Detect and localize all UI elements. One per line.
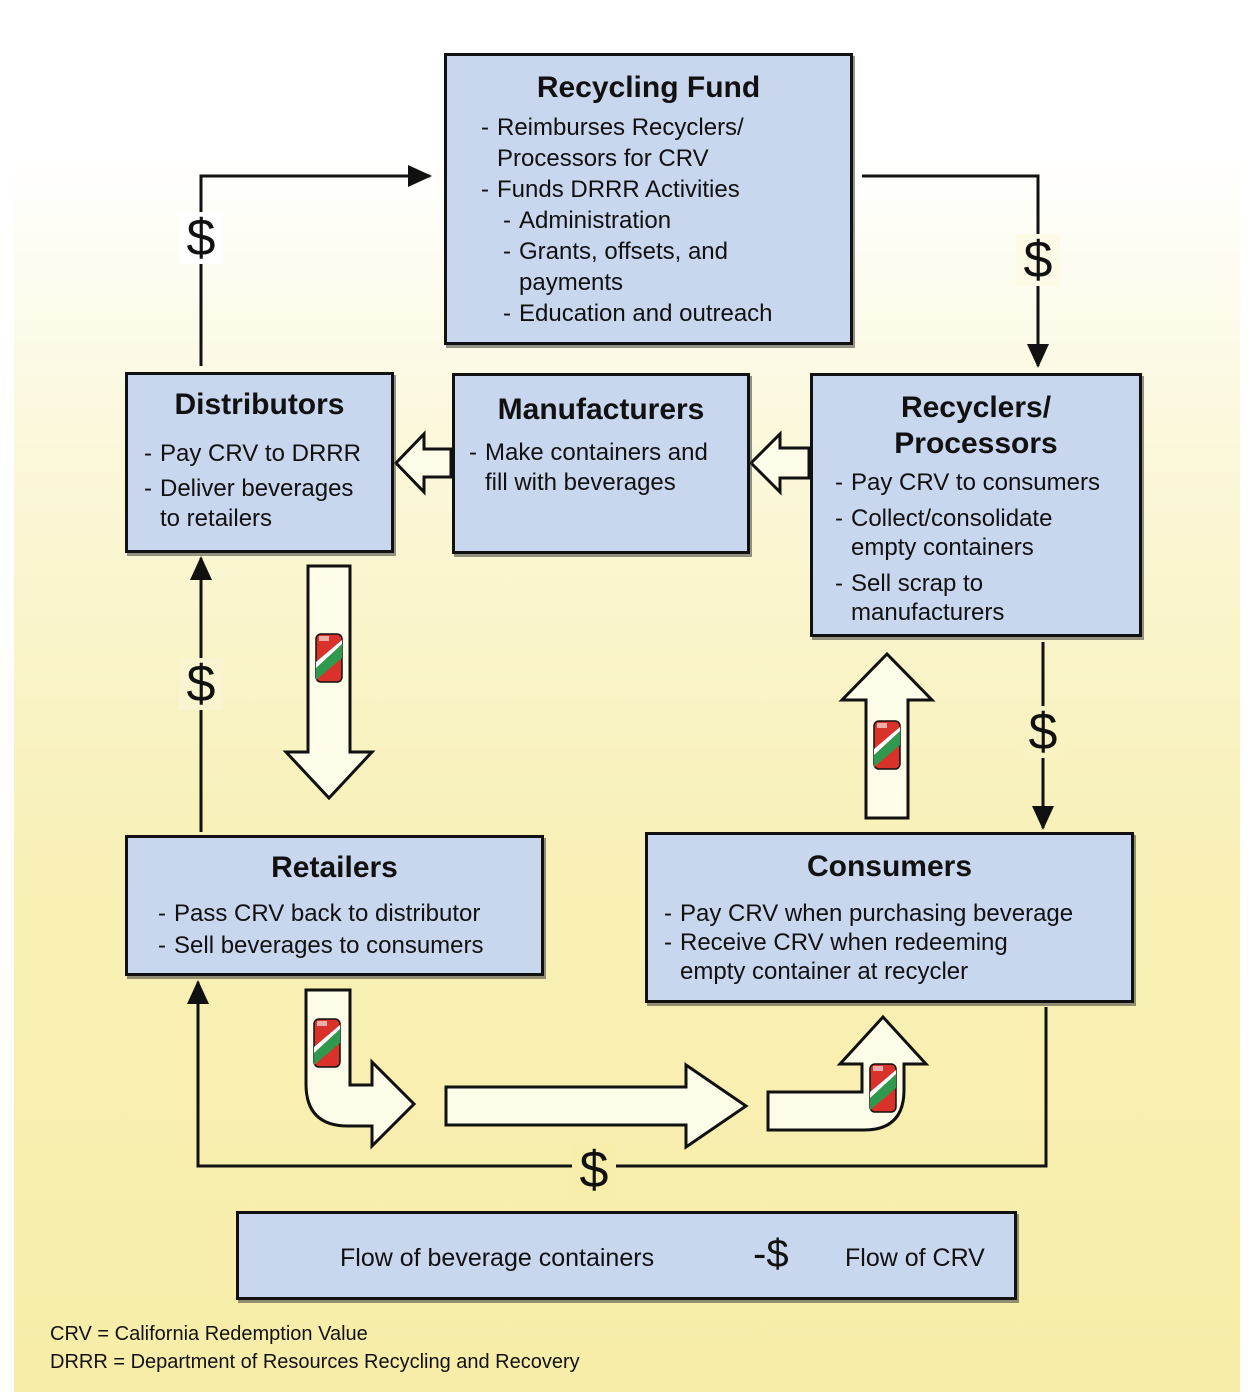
consumers-title: Consumers	[806, 850, 973, 883]
legend-containers-label: Flow of beverage containers	[340, 1244, 655, 1272]
legend-crv-symbol: -$	[751, 1232, 791, 1277]
consumers-list: -Pay CRV when purchasing beverage -Recei…	[664, 899, 1131, 986]
crv-line-fund-to-recyclers	[862, 174, 1049, 368]
list-item: -Sell scrap to	[835, 570, 984, 597]
list-item: -Pass CRV back to distributor	[158, 900, 481, 927]
crv-line-consumers-to-retailers	[187, 980, 1048, 1168]
list-item: -Deliver beverages	[144, 475, 354, 502]
recyclers-title-line1: Recyclers/	[900, 391, 1052, 424]
list-item: empty container at recycler	[680, 958, 969, 985]
list-item: payments	[519, 269, 624, 296]
container-arrow-up-to-consumers	[766, 1014, 930, 1132]
beverage-can-icon	[315, 633, 343, 683]
list-item: -Administration	[503, 207, 672, 234]
list-item: manufacturers	[851, 599, 1005, 626]
list-item: -Reimburses Recyclers/	[481, 114, 744, 141]
list-item: -Education and outreach	[503, 300, 773, 327]
recyclers-list: -Pay CRV to consumers -Collect/consolida…	[835, 468, 1139, 627]
retailers-list: -Pass CRV back to distributor -Sell beve…	[158, 898, 541, 962]
dollar-sign-right-top: $	[1016, 234, 1060, 286]
consumers-box: Consumers -Pay CRV when purchasing bever…	[645, 832, 1134, 1003]
beverage-can-icon	[873, 720, 901, 770]
manufacturers-title: Manufacturers	[497, 393, 705, 426]
recycling-fund-list: -Reimburses Recyclers/ Processors for CR…	[481, 112, 850, 329]
list-item: -Pay CRV to consumers	[835, 469, 1100, 496]
list-item: -Receive CRV when redeeming	[664, 929, 1008, 956]
retailers-box: Retailers -Pass CRV back to distributor …	[125, 835, 544, 976]
list-item: empty containers	[851, 534, 1034, 561]
list-item: fill with beverages	[485, 469, 676, 496]
dollar-sign-right-middle: $	[1021, 706, 1065, 758]
dollar-sign-left-top: $	[179, 212, 223, 264]
legend-crv-label: Flow of CRV	[845, 1244, 985, 1272]
container-arrow-retailers-bend	[304, 988, 417, 1150]
beverage-can-icon	[313, 1018, 341, 1068]
footnote-drrr: DRRR = Department of Resources Recycling…	[50, 1351, 580, 1373]
recycling-fund-box: Recycling Fund -Reimburses Recyclers/ Pr…	[444, 53, 853, 345]
dollar-sign-left-middle: $	[179, 658, 223, 710]
list-item: -Funds DRRR Activities	[481, 176, 740, 203]
list-item: -Grants, offsets, and	[503, 238, 729, 265]
list-item: Processors for CRV	[497, 145, 709, 172]
container-arrow-recyclers-to-manufacturers	[748, 430, 811, 496]
crv-line-distributors-to-fund	[199, 165, 432, 366]
distributors-title: Distributors	[174, 388, 345, 421]
beverage-can-icon	[869, 1063, 897, 1113]
manufacturers-box: Manufacturers -Make containers and fill …	[452, 373, 750, 554]
recyclers-processors-box: Recyclers/ Processors -Pay CRV to consum…	[810, 373, 1142, 637]
dollar-sign-bottom: $	[572, 1144, 616, 1196]
retailers-title: Retailers	[271, 851, 398, 884]
list-item: to retailers	[160, 505, 273, 532]
container-arrow-horizontal	[444, 1062, 749, 1150]
distributors-list: -Pay CRV to DRRR -Deliver beverages to r…	[144, 439, 391, 534]
container-arrow-manufacturers-to-distributors	[393, 430, 453, 496]
recycling-fund-title: Recycling Fund	[536, 71, 761, 104]
legend-box: Flow of beverage containers -$ Flow of C…	[236, 1211, 1017, 1300]
list-item: -Pay CRV when purchasing beverage	[664, 900, 1074, 927]
list-item: -Pay CRV to DRRR	[144, 440, 361, 467]
list-item: -Sell beverages to consumers	[158, 932, 484, 959]
distributors-box: Distributors -Pay CRV to DRRR -Deliver b…	[125, 372, 394, 553]
list-item: -Collect/consolidate	[835, 505, 1053, 532]
manufacturers-list: -Make containers and fill with beverages	[469, 438, 747, 498]
footnote-crv: CRV = California Redemption Value	[50, 1323, 368, 1345]
recyclers-title-line2: Processors	[894, 427, 1058, 460]
list-item: -Make containers and	[469, 439, 708, 466]
